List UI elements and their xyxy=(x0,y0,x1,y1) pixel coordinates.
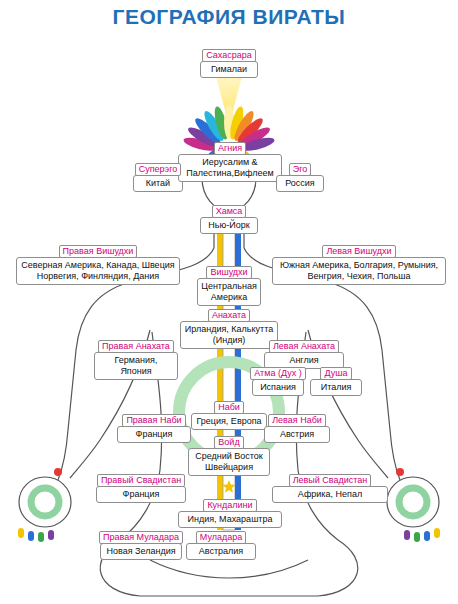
fingertip xyxy=(424,531,430,541)
chakra-box: Левый СвадистанАфрика, Непал xyxy=(272,474,388,503)
kundalini-star xyxy=(222,480,235,493)
chakra-box: МуладараАвстралия xyxy=(186,531,256,560)
chakra-name: Сахасрара xyxy=(202,49,256,62)
region-text: Иерусалим & Палестина,Вифлеем xyxy=(178,154,282,182)
region-text: Франция xyxy=(96,486,186,503)
chakra-name: Левая Вишудхи xyxy=(322,245,395,258)
chakra-name: Левый Свадистан xyxy=(289,474,372,487)
knee-line xyxy=(150,560,229,578)
region-text: Италия xyxy=(310,379,362,396)
chakra-name: Агния xyxy=(214,142,246,155)
region-text: Испания xyxy=(252,379,304,396)
chakra-name: Кундалини xyxy=(203,499,256,512)
chakra-box: КундалиниИндия, Махараштра xyxy=(178,499,282,528)
region-text: Австрия xyxy=(264,426,330,443)
chakra-box: СахасрараГималаи xyxy=(200,49,258,78)
chakra-box: АнахатаИрландия, Калькутта (Индия) xyxy=(180,309,278,349)
region-text: Австралия xyxy=(186,543,256,560)
chakra-box: Правая АнахатаГермания, Япония xyxy=(94,340,178,380)
chakra-name: Войд xyxy=(214,436,243,449)
region-text: Нью-Йорк xyxy=(200,217,258,234)
fingertip xyxy=(54,468,62,476)
diagram-title: ГЕОГРАФИЯ ВИРАТЫ xyxy=(0,5,458,29)
chakra-box: СуперэгоКитай xyxy=(133,163,183,192)
region-text: Индия, Махараштра xyxy=(178,511,282,528)
central-channel xyxy=(223,215,235,530)
right-hand xyxy=(387,468,440,542)
chakra-name: Наби xyxy=(214,401,244,414)
fingertip xyxy=(396,468,404,476)
left-channel xyxy=(217,215,223,530)
region-text: Южная Америка, Болгария, Румыния, Венгри… xyxy=(272,257,446,285)
region-text: Африка, Непал xyxy=(272,486,388,503)
chakra-box: ЭгоРоссия xyxy=(276,163,324,192)
palm-ring xyxy=(399,488,427,516)
chakra-box: Левая АнахатаАнглия xyxy=(264,340,344,369)
chakra-name: Левая Анахата xyxy=(269,340,339,353)
chakra-box: Левая НабиАвстрия xyxy=(264,414,330,443)
chakra-name: Атма (Дух ) xyxy=(250,367,305,380)
region-text: Гималаи xyxy=(200,61,258,78)
chakra-name: Суперэго xyxy=(135,163,182,176)
chakra-name: Правая Наби xyxy=(122,414,185,427)
chakra-name: Хамса xyxy=(212,205,247,218)
region-text: Новая Зеландия xyxy=(100,543,182,560)
chakra-box: Правая ВишудхиСеверная Америка, Канада, … xyxy=(16,245,180,285)
knee-line xyxy=(229,560,308,578)
chakra-name: Вишудхи xyxy=(206,266,251,279)
chakra-name: Левая Наби xyxy=(268,414,326,427)
right-channel xyxy=(235,215,241,530)
fingertip xyxy=(28,531,34,541)
region-text: Германия, Япония xyxy=(94,352,178,380)
fingertip xyxy=(404,530,410,540)
left-hand xyxy=(18,468,71,542)
chakra-name: Правая Муладара xyxy=(99,531,183,544)
chakra-name: Эго xyxy=(289,163,312,176)
chakra-box: ВойдСредний Восток Швейцария xyxy=(188,436,270,476)
chakra-box: Левая ВишудхиЮжная Америка, Болгария, Ру… xyxy=(272,245,446,285)
chakra-box: Атма (Дух )Испания xyxy=(252,367,304,396)
region-text: Франция xyxy=(117,426,191,443)
palm-outline xyxy=(387,477,439,527)
chakra-box: НабиГреция, Европа xyxy=(191,401,267,430)
palm-ring xyxy=(31,488,59,516)
chakra-name: Анахата xyxy=(208,309,250,322)
region-text: Средний Восток Швейцария xyxy=(188,448,270,476)
chakra-box: ВишудхиЦентральная Америка xyxy=(197,266,261,306)
chakra-name: Правая Анахата xyxy=(98,340,174,353)
chakra-box: Правая МуладараНовая Зеландия xyxy=(100,531,182,560)
fingertip xyxy=(18,528,24,538)
chakra-box: АгнияИерусалим & Палестина,Вифлеем xyxy=(178,142,282,182)
chakra-box: ХамсаНью-Йорк xyxy=(200,205,258,234)
chakra-name: Правый Свадистан xyxy=(97,474,185,487)
region-text: Центральная Америка xyxy=(197,278,261,306)
fingertip xyxy=(414,532,420,542)
chakra-box: Правый СвадистанФранция xyxy=(96,474,186,503)
region-text: Ирландия, Калькутта (Индия) xyxy=(180,321,278,349)
fingertip xyxy=(38,532,44,542)
chakra-box: ДушаИталия xyxy=(310,367,362,396)
palm-outline xyxy=(19,477,71,527)
region-text: Северная Америка, Канада, Швеция Норвеги… xyxy=(16,257,180,285)
fingertip xyxy=(48,530,54,540)
fingertip xyxy=(434,528,440,538)
region-text: Греция, Европа xyxy=(191,413,267,430)
chakra-box: Правая НабиФранция xyxy=(117,414,191,443)
region-text: Китай xyxy=(133,175,183,192)
chakra-name: Муладара xyxy=(196,531,246,544)
region-text: Россия xyxy=(276,175,324,192)
chakra-name: Правая Вишудхи xyxy=(59,245,138,258)
chakra-name: Душа xyxy=(320,367,351,380)
